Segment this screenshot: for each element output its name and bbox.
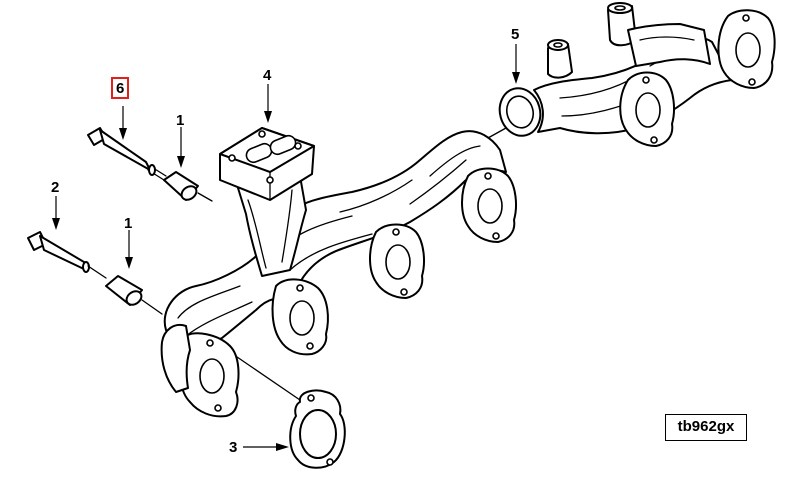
- callout-1-bottom: 1: [124, 215, 133, 232]
- callout-5: 5: [511, 26, 520, 43]
- callout-4: 4: [263, 67, 272, 84]
- callout-2: 2: [51, 179, 60, 196]
- bolt-long: [87, 127, 167, 181]
- exhaust-manifold: [160, 127, 517, 418]
- rear-manifold-section: [487, 2, 776, 147]
- callout-6: 6: [111, 77, 130, 99]
- bolt-short: [27, 231, 107, 279]
- callout-arrows: [52, 44, 520, 451]
- diagram-code-label: tb962gx: [665, 414, 747, 441]
- callout-3: 3: [229, 439, 238, 456]
- callout-1-top: 1: [176, 112, 185, 129]
- gasket: [217, 343, 346, 469]
- spacer-bottom: [105, 275, 163, 315]
- spacer-top: [163, 171, 213, 202]
